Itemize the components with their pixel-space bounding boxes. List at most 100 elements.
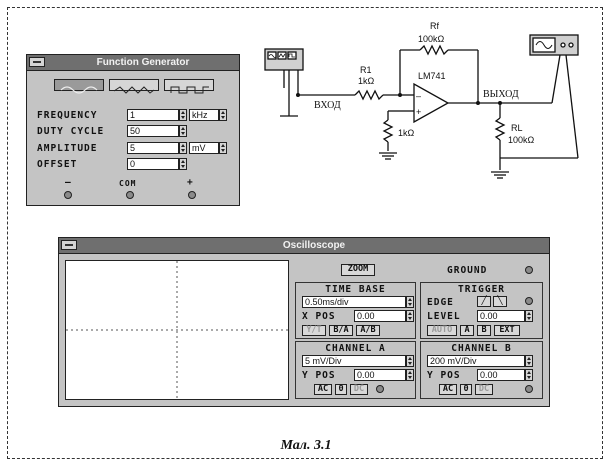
square-wave-icon — [170, 86, 209, 94]
edge-label: EDGE — [427, 297, 454, 308]
amplitude-spinner[interactable] — [179, 142, 187, 154]
channel-b-y-pos-input[interactable]: 0.00 — [477, 369, 525, 381]
oscilloscope-title: Oscilloscope — [282, 240, 346, 251]
frequency-unit-select[interactable]: kHz — [189, 109, 219, 121]
ground-terminal[interactable] — [525, 266, 533, 274]
amplitude-unit-spinner[interactable] — [219, 142, 227, 154]
rising-edge-icon: ╱ — [481, 296, 487, 306]
oscilloscope-window: Oscilloscope ZOOM GROUND TIME BASE 0.50m… — [58, 237, 550, 407]
terminal-com[interactable] — [126, 191, 134, 199]
input-label: ВХОД — [314, 100, 341, 111]
frequency-unit-spinner[interactable] — [219, 109, 227, 121]
time-base-spinner[interactable] — [406, 296, 414, 308]
rl-name: RL — [511, 123, 523, 133]
channel-a-ac-button[interactable]: AC — [314, 384, 332, 395]
r-plus-value: 1kΩ — [398, 128, 415, 138]
channel-b-title: CHANNEL B — [451, 343, 512, 354]
terminal-com-label: COM — [119, 179, 137, 188]
amplitude-input[interactable]: 5 — [127, 142, 179, 154]
x-pos-label: X POS — [302, 311, 336, 322]
x-pos-spinner[interactable] — [406, 310, 414, 322]
output-label: ВЫХОД — [483, 89, 519, 100]
sine-wave-icon — [60, 86, 98, 94]
trigger-ext-button[interactable]: EXT — [494, 325, 520, 336]
function-generator-window: Function Generator FREQUENCY 1 kHz DUTY … — [26, 54, 240, 206]
channel-a-terminal[interactable] — [376, 385, 384, 393]
edge-falling-button[interactable]: ╲ — [493, 296, 507, 307]
function-generator-title: Function Generator — [96, 57, 190, 68]
ab-mode-button[interactable]: A/B — [356, 325, 380, 336]
triangle-wave-button[interactable] — [109, 79, 159, 94]
screen-grid — [66, 261, 288, 399]
duty-cycle-input[interactable]: 50 — [127, 125, 179, 137]
channel-b-section: CHANNEL B 200 mV/Div Y POS 0.00 AC 0 DC — [420, 341, 543, 399]
trigger-b-button[interactable]: B — [477, 325, 491, 336]
channel-a-dc-button[interactable]: DC — [350, 384, 368, 395]
offset-spinner[interactable] — [179, 158, 187, 170]
time-base-title: TIME BASE — [325, 284, 386, 295]
channel-a-y-pos-spinner[interactable] — [406, 369, 414, 381]
terminal-minus-label: – — [65, 177, 72, 188]
time-base-input[interactable]: 0.50ms/div — [302, 296, 406, 308]
channel-b-dc-button[interactable]: DC — [475, 384, 493, 395]
rf-name: Rf — [430, 21, 439, 31]
system-menu-button[interactable] — [29, 57, 45, 67]
channel-b-y-pos-spinner[interactable] — [525, 369, 533, 381]
opamp-plus: + — [416, 107, 421, 117]
offset-label: OFFSET — [37, 159, 78, 170]
level-label: LEVEL — [427, 311, 461, 322]
duty-cycle-spinner[interactable] — [179, 125, 187, 137]
opamp-name: LM741 — [418, 71, 446, 81]
trigger-a-button[interactable]: A — [460, 325, 474, 336]
trigger-terminal[interactable] — [525, 297, 533, 305]
channel-a-section: CHANNEL A 5 mV/Div Y POS 0.00 AC 0 DC — [295, 341, 416, 399]
terminal-plus-label: + — [187, 177, 194, 188]
yt-mode-button[interactable]: Y/T — [302, 325, 326, 336]
ba-mode-button[interactable]: B/A — [329, 325, 353, 336]
amplitude-label: AMPLITUDE — [37, 143, 98, 154]
terminal-plus[interactable] — [188, 191, 196, 199]
rl-value: 100kΩ — [508, 135, 535, 145]
sine-wave-button[interactable] — [54, 79, 104, 94]
amplitude-unit-select[interactable]: mV — [189, 142, 219, 154]
channel-b-scale-input[interactable]: 200 mV/Div — [427, 355, 525, 367]
trigger-auto-button[interactable]: AUTO — [427, 325, 457, 336]
trigger-section: TRIGGER EDGE ╱ ╲ LEVEL 0.00 AUTO A B EXT — [420, 282, 543, 339]
r1-value: 1kΩ — [358, 76, 375, 86]
offset-input[interactable]: 0 — [127, 158, 179, 170]
channel-b-terminal[interactable] — [525, 385, 533, 393]
duty-cycle-label: DUTY CYCLE — [37, 126, 105, 137]
oscilloscope-screen — [65, 260, 289, 400]
channel-a-scale-spinner[interactable] — [406, 355, 414, 367]
channel-a-scale-input[interactable]: 5 mV/Div — [302, 355, 406, 367]
function-generator-titlebar: Function Generator — [27, 55, 239, 71]
x-pos-input[interactable]: 0.00 — [354, 310, 406, 322]
trigger-title: TRIGGER — [457, 284, 506, 295]
frequency-input[interactable]: 1 — [127, 109, 179, 121]
level-spinner[interactable] — [525, 310, 533, 322]
time-base-section: TIME BASE 0.50ms/div X POS 0.00 Y/T B/A … — [295, 282, 416, 339]
channel-b-ac-button[interactable]: AC — [439, 384, 457, 395]
channel-a-y-pos-label: Y POS — [302, 370, 336, 381]
level-input[interactable]: 0.00 — [477, 310, 525, 322]
channel-a-y-pos-input[interactable]: 0.00 — [354, 369, 406, 381]
terminal-minus[interactable] — [64, 191, 72, 199]
channel-a-zero-button[interactable]: 0 — [335, 384, 347, 395]
figure-frame — [7, 7, 603, 459]
oscilloscope-titlebar: Oscilloscope — [59, 238, 549, 254]
square-wave-button[interactable] — [164, 79, 214, 94]
frequency-spinner[interactable] — [179, 109, 187, 121]
frequency-label: FREQUENCY — [37, 110, 98, 121]
figure-caption: Мал. 3.1 — [280, 438, 332, 453]
rf-value: 100kΩ — [418, 34, 445, 44]
opamp-minus: – — [416, 91, 421, 101]
r1-name: R1 — [360, 65, 372, 75]
system-menu-button[interactable] — [61, 240, 77, 250]
channel-b-zero-button[interactable]: 0 — [460, 384, 472, 395]
channel-b-scale-spinner[interactable] — [525, 355, 533, 367]
edge-rising-button[interactable]: ╱ — [477, 296, 491, 307]
zoom-button[interactable]: ZOOM — [341, 264, 375, 276]
triangle-wave-icon — [113, 86, 155, 94]
falling-edge-icon: ╲ — [497, 296, 503, 306]
